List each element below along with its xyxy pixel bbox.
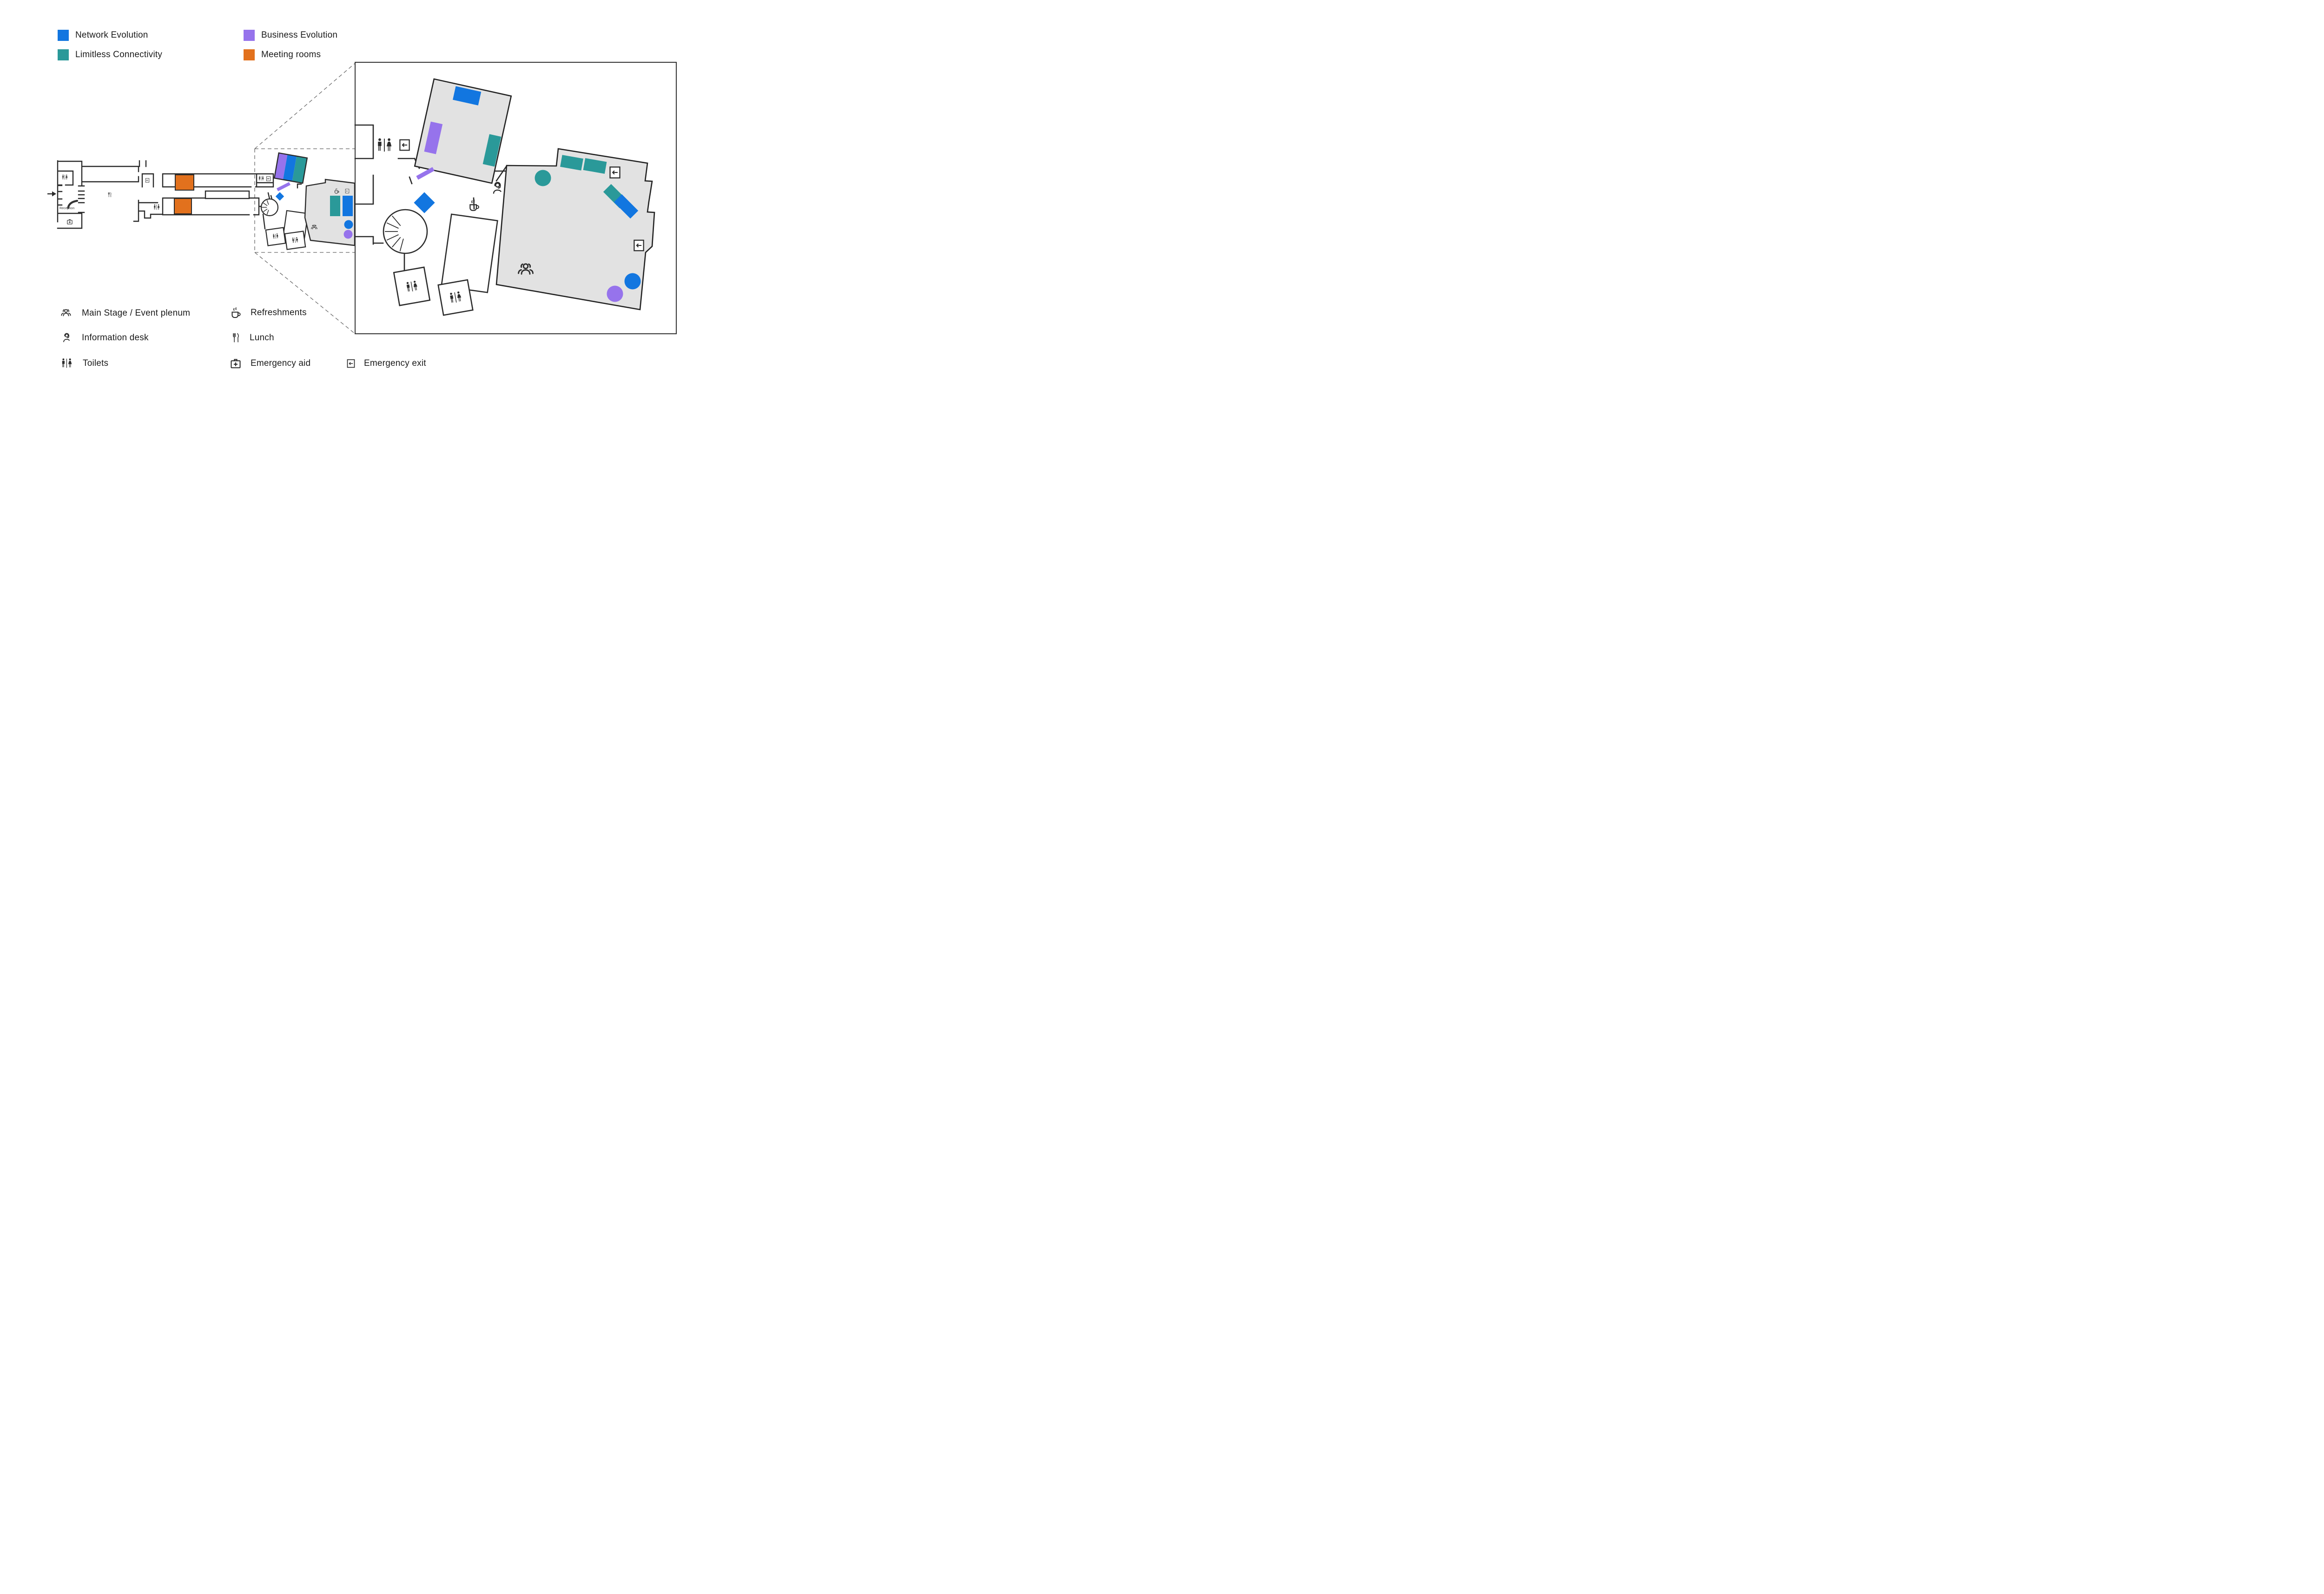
network-evolution-zone-mini: [283, 154, 297, 181]
reception-label: Reception: [59, 207, 75, 210]
legend-item-refreshments: Refreshments: [230, 307, 307, 319]
legend-item-meeting-rooms: Meeting rooms: [244, 49, 321, 60]
detail-plan: [354, 62, 677, 334]
business-booth-bar-mini: [277, 182, 290, 192]
limitless-booth-mini: [330, 196, 340, 216]
emergency-exit-icon: [345, 189, 350, 193]
network-spot-detail: [624, 273, 641, 290]
main-stage-icon: [61, 309, 71, 317]
emergency-aid-icon: [231, 359, 241, 369]
network-booth-mini: [343, 196, 353, 216]
zoom-connector-dashes: [254, 63, 356, 334]
spiral-staircase-mini: [260, 198, 279, 217]
emergency-exit-icon: [633, 239, 645, 251]
emergency-aid-label: Emergency aid: [251, 358, 311, 368]
floor-plan-graphic: [47, 62, 677, 334]
venue-map-screen: Network Evolution Limitless Connectivity…: [0, 0, 725, 398]
legend-item-business-evolution: Business Evolution: [244, 30, 337, 41]
legend-item-emergency-aid: Emergency aid: [229, 357, 310, 370]
emergency-exit-icon: [609, 166, 621, 179]
toilet-room-mini-2: [284, 231, 306, 250]
zoom-cone-upper-dash: [254, 63, 356, 149]
main-stage-label: Main Stage / Event plenum: [82, 308, 191, 318]
business-evolution-swatch: [244, 30, 255, 41]
emergency-exit-label: Emergency exit: [364, 358, 426, 368]
network-evolution-swatch: [58, 30, 69, 41]
legend-item-information-desk: Information desk: [60, 332, 149, 344]
network-booth-diag: [614, 194, 639, 219]
business-booth-bar-detail: [416, 167, 435, 180]
legend-item-network-evolution: Network Evolution: [58, 30, 148, 41]
network-booth-diamond-mini: [275, 192, 284, 201]
limitless-connectivity-swatch: [58, 49, 69, 60]
refreshments-icon: [231, 307, 241, 318]
toilets-icon: [259, 176, 264, 181]
business-evolution-label: Business Evolution: [261, 30, 338, 40]
emergency-exit-icon: [399, 139, 410, 151]
overview-walls: [57, 160, 302, 230]
session-room-striped-mini: [273, 152, 308, 184]
limitless-booth-b: [583, 158, 607, 174]
emergency-aid-icon: [67, 219, 73, 225]
information-desk-icon: [63, 333, 70, 343]
limitless-booth-a: [560, 155, 583, 171]
toilets-icon: [62, 358, 72, 368]
toilets-icon: [154, 204, 160, 210]
emergency-exit-icon: [145, 178, 150, 183]
toilet-room-mini-1: [265, 227, 286, 246]
lunch-icon: [233, 333, 239, 343]
session-room-detail: [414, 78, 512, 184]
meeting-rooms-swatch: [244, 49, 255, 60]
spiral-staircase-detail: [383, 209, 428, 254]
network-spot-mini: [344, 220, 353, 229]
overview-plan: [47, 152, 356, 250]
business-booth-left: [424, 121, 443, 154]
lunch-icon: [108, 192, 112, 198]
limitless-spot-detail: [535, 170, 551, 186]
business-spot-detail: [607, 285, 623, 302]
emergency-exit-icon: [266, 176, 271, 181]
limitless-connectivity-label: Limitless Connectivity: [75, 50, 163, 60]
entrance-arrow-icon: [47, 191, 56, 197]
network-booth-top: [453, 86, 482, 106]
meeting-rooms-label: Meeting rooms: [261, 50, 321, 60]
toilets-icon: [378, 138, 392, 152]
meeting-room-north: [175, 174, 194, 191]
refreshments-label: Refreshments: [251, 308, 307, 317]
business-spot-mini: [343, 230, 353, 239]
reception-desk-arc: [67, 199, 79, 209]
legend-item-emergency-exit: Emergency exit: [346, 358, 426, 369]
toilet-room-detail-1: [393, 266, 431, 306]
corridor-table: [205, 190, 250, 199]
toilets-icon: [62, 174, 68, 180]
network-evolution-label: Network Evolution: [75, 30, 148, 40]
legend-item-toilets: Toilets: [59, 358, 108, 369]
legend-item-main-stage: Main Stage / Event plenum: [59, 307, 190, 319]
zoom-cone-lower-dash: [254, 252, 356, 334]
lunch-label: Lunch: [250, 332, 274, 343]
legend-item-lunch: Lunch: [231, 331, 274, 344]
emergency-exit-icon: [347, 359, 355, 368]
toilets-label: Toilets: [83, 358, 109, 368]
meeting-room-south: [174, 198, 192, 214]
toilet-room-detail-2: [437, 279, 474, 316]
side-room-detail: [441, 213, 498, 293]
legend-item-limitless-connectivity: Limitless Connectivity: [58, 49, 162, 60]
limitless-booth-right: [482, 134, 502, 167]
information-desk-label: Information desk: [82, 333, 149, 343]
